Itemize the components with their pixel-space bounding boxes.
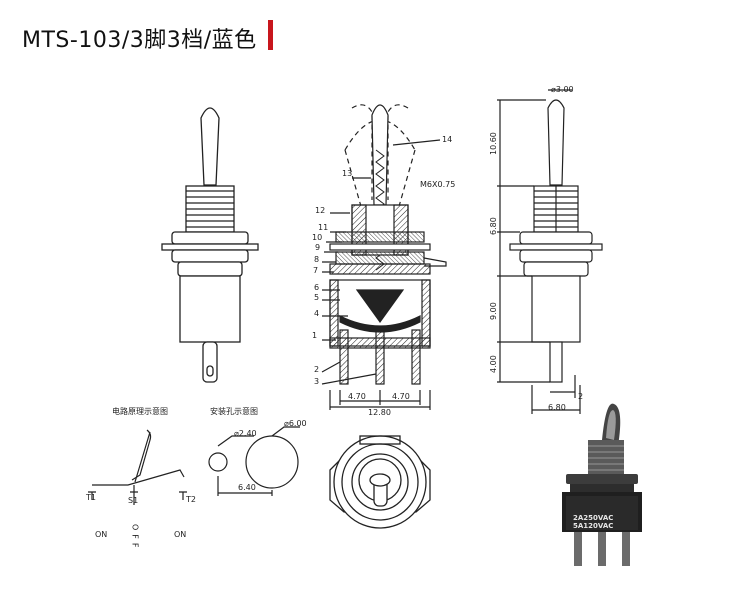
dim-large-hole: ⌀6.00 — [284, 419, 307, 428]
circuit-off-label: OFF — [131, 524, 140, 552]
dim-pin-length: 4.00 — [489, 355, 498, 373]
product-photo: 2A250VAC 5A120VAC — [562, 403, 642, 566]
section-view-drawing — [321, 104, 447, 410]
section-labels: 14 13 12 11 10 9 8 7 6 5 4 1 2 3 M6X0.75… — [312, 135, 455, 417]
part-label-6: 6 — [314, 283, 319, 292]
circuit-title: 电路原理示意图 — [112, 406, 168, 416]
photo-rating-line-2: 5A120VAC — [573, 522, 613, 530]
part-label-14: 14 — [442, 135, 452, 144]
dim-body-height: 9.00 — [489, 302, 498, 320]
part-label-12: 12 — [315, 206, 325, 215]
circuit-labels: 电路原理示意图 T1 S1 T2 ON ON OFF — [85, 406, 196, 552]
dim-small-hole: ⌀2.40 — [234, 429, 257, 438]
part-label-11: 11 — [318, 223, 328, 232]
circuit-on-right-label: ON — [174, 530, 186, 539]
circuit-on-left-label: ON — [95, 530, 107, 539]
title-accent-bar — [268, 20, 273, 50]
dim-pin-spacing-right: 4.70 — [392, 392, 410, 401]
mounting-hole-diagram — [208, 426, 300, 496]
top-view-drawing — [329, 435, 431, 529]
photo-rating-line-1: 2A250VAC — [573, 514, 613, 522]
dim-pin-offset: 2 — [578, 392, 583, 401]
dim-thread-height: 6.80 — [489, 217, 498, 235]
part-label-13: 13 — [342, 169, 352, 178]
dim-pin-spacing-left: 4.70 — [348, 392, 366, 401]
circuit-s1-label: S1 — [128, 496, 138, 505]
part-label-2: 2 — [314, 365, 319, 374]
dim-side-width: 6.80 — [548, 403, 566, 412]
side-view-drawing — [497, 89, 603, 414]
mounting-labels: 安装孔示意图 ⌀2.40 ⌀6.00 6.40 — [210, 406, 307, 492]
part-label-1: 1 — [312, 331, 317, 340]
side-dim-labels: ⌀3.00 10.60 6.80 9.00 4.00 2 6.80 — [489, 85, 583, 412]
front-view-drawing — [161, 107, 259, 383]
dim-lever-tip: ⌀3.00 — [551, 85, 574, 94]
circuit-t2-label: T2 — [185, 495, 196, 504]
page-title: MTS-103/3脚3档/蓝色 — [22, 28, 257, 53]
thread-label: M6X0.75 — [420, 180, 455, 189]
part-label-5: 5 — [314, 293, 319, 302]
part-label-3: 3 — [314, 377, 319, 386]
part-label-10: 10 — [312, 233, 322, 242]
part-label-7: 7 — [313, 266, 318, 275]
part-label-8: 8 — [314, 255, 319, 264]
circuit-t1-label: T1 — [85, 493, 96, 502]
part-label-4: 4 — [314, 309, 319, 318]
dim-lever-height: 10.60 — [489, 132, 498, 155]
dim-body-width: 12.80 — [368, 408, 391, 417]
dim-hole-spacing: 6.40 — [238, 483, 256, 492]
circuit-diagram — [88, 429, 187, 505]
mounting-title: 安装孔示意图 — [210, 406, 258, 416]
part-label-9: 9 — [315, 243, 320, 252]
